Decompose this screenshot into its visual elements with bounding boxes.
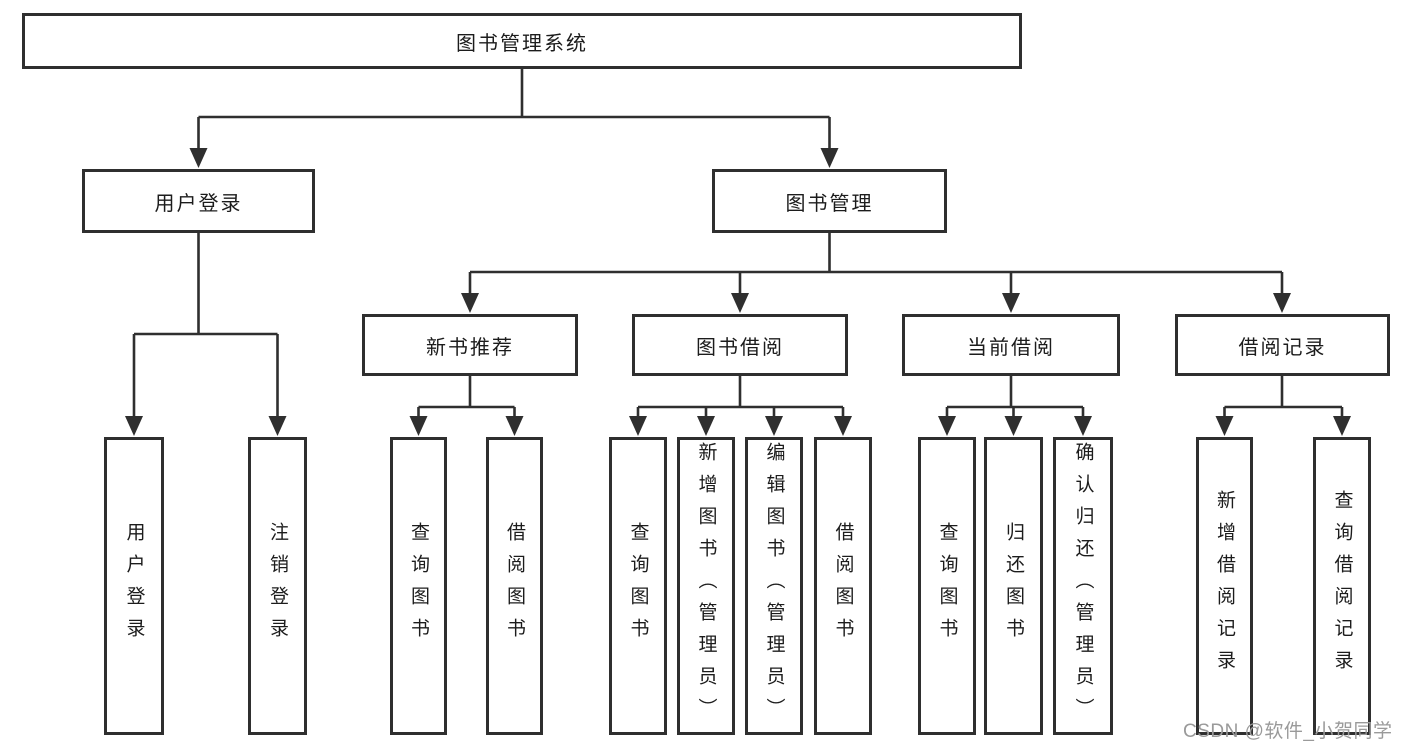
leaf-br-add-record-label: 新增借阅记录 bbox=[1214, 490, 1235, 682]
leaf-bb-query-books: 查询图书 bbox=[609, 437, 667, 735]
leaf-nb-borrow-books-label: 借阅图书 bbox=[504, 522, 525, 650]
leaf-cb-confirm-return-admin-label: 确认归还（管理员） bbox=[1072, 442, 1094, 730]
leaf-br-add-record: 新增借阅记录 bbox=[1196, 437, 1253, 735]
leaf-nb-borrow-books: 借阅图书 bbox=[486, 437, 543, 735]
leaf-bb-query-books-label: 查询图书 bbox=[627, 522, 649, 650]
leaf-bb-borrow-books: 借阅图书 bbox=[814, 437, 872, 735]
leaf-cb-query-books-label: 查询图书 bbox=[936, 522, 958, 650]
node-user-login-label: 用户登录 bbox=[154, 192, 243, 215]
node-book-management: 图书管理 bbox=[712, 169, 947, 233]
leaf-bb-add-books-admin: 新增图书（管理员） bbox=[677, 437, 735, 735]
leaf-logout-label: 注销登录 bbox=[267, 522, 288, 650]
leaf-br-query-record-label: 查询借阅记录 bbox=[1331, 490, 1353, 682]
node-new-book-recommendation: 新书推荐 bbox=[362, 314, 578, 376]
node-borrowing-records-label: 借阅记录 bbox=[1238, 336, 1327, 359]
connector-trunks bbox=[134, 69, 1342, 409]
leaf-bb-edit-books-admin-label: 编辑图书（管理员） bbox=[763, 442, 785, 730]
node-book-management-label: 图书管理 bbox=[785, 192, 874, 215]
leaf-cb-confirm-return-admin: 确认归还（管理员） bbox=[1053, 437, 1113, 735]
node-book-borrowing: 图书借阅 bbox=[632, 314, 848, 376]
leaf-nb-query-books-label: 查询图书 bbox=[408, 522, 429, 650]
node-current-borrowing-label: 当前借阅 bbox=[967, 336, 1055, 359]
leaf-cb-return-books: 归还图书 bbox=[984, 437, 1043, 735]
node-root-label: 图书管理系统 bbox=[456, 32, 588, 55]
leaf-logout: 注销登录 bbox=[248, 437, 307, 735]
leaf-bb-borrow-books-label: 借阅图书 bbox=[832, 522, 854, 650]
node-new-book-recommendation-label: 新书推荐 bbox=[426, 336, 514, 359]
leaf-user-login-label: 用户登录 bbox=[123, 522, 145, 650]
node-user-login: 用户登录 bbox=[82, 169, 315, 233]
node-current-borrowing: 当前借阅 bbox=[902, 314, 1120, 376]
node-book-borrowing-label: 图书借阅 bbox=[696, 336, 784, 359]
node-root: 图书管理系统 bbox=[22, 13, 1022, 69]
leaf-user-login: 用户登录 bbox=[104, 437, 164, 735]
csdn-watermark: CSDN @软件_小贺同学 bbox=[1183, 721, 1393, 742]
leaf-nb-query-books: 查询图书 bbox=[390, 437, 447, 735]
leaf-br-query-record: 查询借阅记录 bbox=[1313, 437, 1371, 735]
leaf-bb-edit-books-admin: 编辑图书（管理员） bbox=[745, 437, 803, 735]
leaf-cb-query-books: 查询图书 bbox=[918, 437, 976, 735]
node-borrowing-records: 借阅记录 bbox=[1175, 314, 1390, 376]
leaf-bb-add-books-admin-label: 新增图书（管理员） bbox=[695, 442, 717, 730]
leaf-cb-return-books-label: 归还图书 bbox=[1003, 522, 1024, 650]
